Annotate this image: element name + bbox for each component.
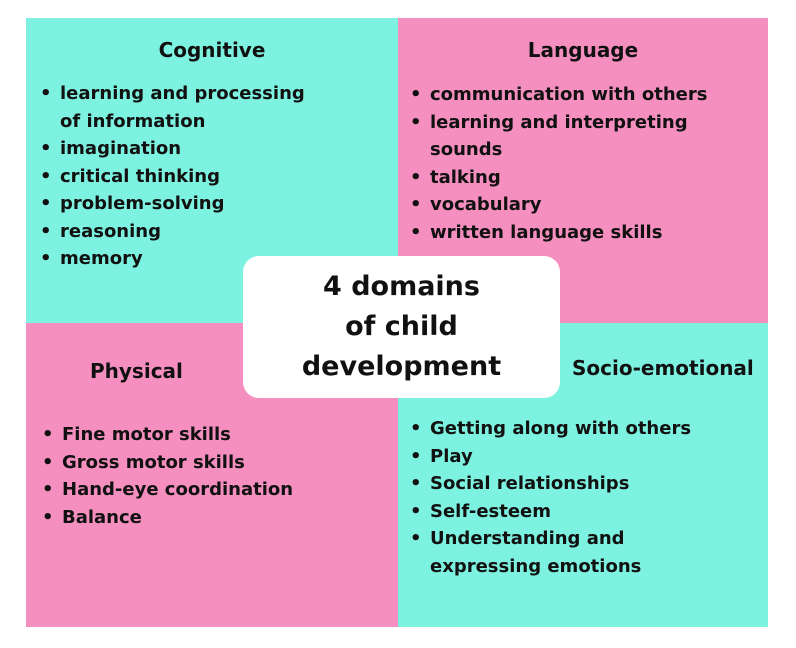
list-item: Self-esteem (408, 498, 748, 526)
list-item: Balance (40, 504, 380, 532)
cognitive-quadrant: Cognitive learning and processing of inf… (26, 18, 398, 323)
language-list: communication with others learning and i… (408, 81, 763, 246)
list-item: written language skills (408, 219, 763, 247)
physical-title: Physical (90, 359, 183, 383)
language-title: Language (527, 38, 639, 62)
cognitive-list: learning and processing of information i… (38, 80, 378, 273)
list-item: imagination (38, 135, 378, 163)
center-title-box: 4 domains of child development (243, 256, 560, 398)
list-item: Hand-eye coordination (40, 476, 380, 504)
list-item: learning and interpreting sounds (408, 109, 763, 164)
list-item: problem-solving (38, 190, 378, 218)
socio-emotional-list: Getting along with others Play Social re… (408, 415, 748, 580)
list-item: learning and processing of information (38, 80, 330, 135)
list-item: critical thinking (38, 163, 378, 191)
list-item: Fine motor skills (40, 421, 380, 449)
list-item: Play (408, 443, 748, 471)
list-item: reasoning (38, 218, 378, 246)
list-item: communication with others (408, 81, 763, 109)
list-item: vocabulary (408, 191, 763, 219)
list-item: Understanding and expressing emotions (408, 525, 730, 580)
center-title-line-2: of child development (301, 311, 502, 382)
physical-list: Fine motor skills Gross motor skills Han… (40, 421, 380, 531)
cognitive-title: Cognitive (158, 38, 266, 62)
socio-emotional-title: Socio-emotional (572, 356, 754, 380)
list-item: memory (38, 245, 378, 273)
center-title-line-1: 4 domains (323, 271, 480, 302)
list-item: Gross motor skills (40, 449, 380, 477)
list-item: Getting along with others (408, 415, 748, 443)
list-item: talking (408, 164, 763, 192)
list-item: Social relationships (408, 470, 748, 498)
